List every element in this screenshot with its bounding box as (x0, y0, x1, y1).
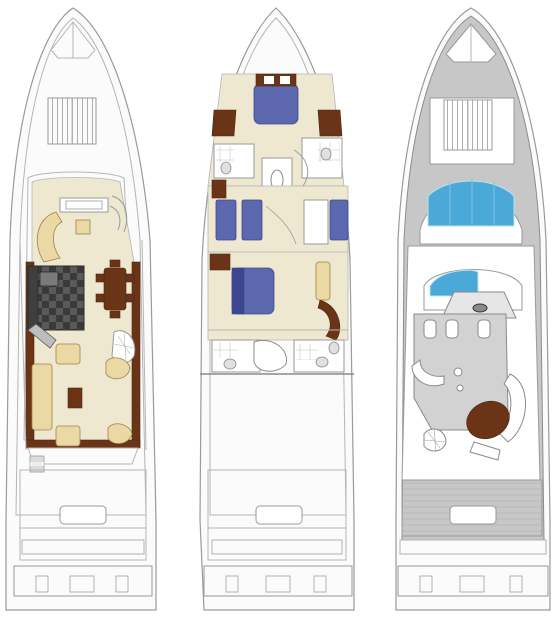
sink-icon (453, 367, 463, 377)
main-deck-plan (5, 7, 157, 611)
galley-door (27, 323, 57, 349)
flybridge-bench (469, 441, 501, 461)
dinette-curved-seat (36, 211, 63, 263)
dining-chair (109, 310, 121, 319)
swim-platform (13, 565, 153, 597)
guest-bed-port-1 (215, 199, 237, 241)
dining-chair (125, 293, 135, 303)
sink-icon (223, 358, 237, 370)
dinette-table (75, 219, 91, 235)
lower-swim-platform (203, 565, 353, 597)
guest-closet (303, 199, 329, 245)
sink-icon (456, 384, 464, 392)
saloon-coffee-table (67, 387, 83, 409)
stairs-to-flybridge (111, 195, 128, 233)
galley-sink (39, 271, 59, 287)
forward-wardrobe-starboard (317, 109, 343, 137)
toilet-icon (220, 161, 232, 175)
flybridge-swim-platform (397, 565, 549, 597)
toilet-icon (328, 341, 340, 355)
saloon-armchair-aft (55, 425, 81, 447)
wet-bar (411, 359, 445, 387)
helm-seat (423, 319, 437, 339)
master-nightstand (209, 253, 231, 271)
galley-counter (27, 265, 39, 331)
lower-deck-plan (199, 7, 355, 611)
helm-seat (445, 319, 459, 339)
master-shower (253, 340, 287, 372)
forward-cabin-bed (253, 83, 299, 125)
dining-chair (95, 293, 105, 303)
toilet-icon (320, 147, 332, 161)
dining-chair (95, 273, 105, 283)
saloon-armchair-starboard (105, 357, 131, 380)
master-sofa (315, 261, 331, 301)
helm-seat (477, 319, 491, 339)
forward-wardrobe-port (211, 109, 237, 137)
windscreen-glass (427, 180, 515, 227)
steering-wheel-icon (472, 303, 488, 313)
lower-cockpit (207, 469, 347, 561)
sink-icon (315, 356, 329, 368)
saloon-armchair-starboard-aft (107, 423, 133, 444)
dining-table (103, 267, 127, 311)
guest-bed-starboard (329, 199, 349, 241)
guest-bed-port-2 (241, 199, 263, 241)
helm-console (59, 197, 109, 213)
flybridge-plan (395, 7, 551, 611)
nightstand (211, 179, 227, 199)
swim-platform-steps (21, 539, 145, 555)
cockpit-seat (59, 505, 107, 525)
flybridge-dining-table (466, 400, 510, 440)
dining-chair (109, 259, 121, 268)
flybridge-aft-seat (449, 505, 497, 525)
dining-chair (125, 273, 135, 283)
lower-cockpit-seat (255, 505, 303, 525)
dining-chairs (95, 259, 135, 319)
saloon-armchair-forward (55, 343, 81, 365)
cockpit (19, 469, 147, 561)
saloon-sofa-port (31, 363, 53, 431)
